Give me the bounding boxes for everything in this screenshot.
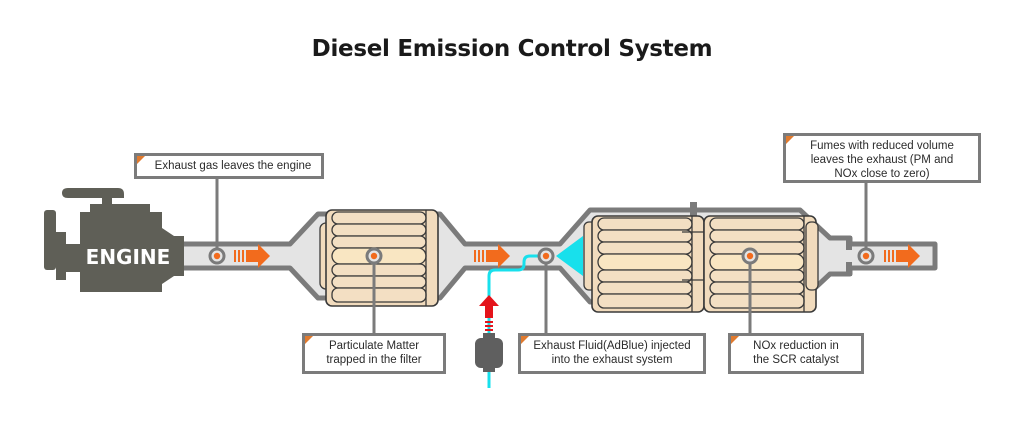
pump-up-arrow-icon (479, 295, 499, 331)
callout-exhaust-gas: Exhaust gas leaves the engine (134, 153, 324, 179)
callout-text-line2: into the exhaust system (551, 354, 673, 366)
sensor-point-icon (208, 247, 226, 265)
corner-accent (731, 336, 739, 344)
callout-particulate: Particulate Matter trapped in the filter (302, 333, 446, 374)
scr-catalyst-2 (703, 215, 819, 313)
engine-icon: ENGINE (44, 188, 184, 292)
corner-accent (137, 156, 145, 164)
diagram-title: Diesel Emission Control System (311, 36, 713, 62)
diesel-particulate-filter (319, 209, 439, 307)
sensor-point-icon (537, 247, 555, 265)
callout-text-line2: trapped in the filter (326, 354, 422, 366)
scr-catalyst-1 (583, 215, 705, 313)
callout-text-line1: Fumes with reduced volume (810, 140, 954, 152)
adblue-spray-icon (556, 236, 583, 276)
callout-text: Exhaust gas leaves the engine (154, 160, 312, 172)
callout-text-line1: NOx reduction in (753, 340, 839, 352)
adblue-pump-icon (475, 333, 503, 372)
sensor-point-icon (741, 247, 759, 265)
corner-accent (521, 336, 529, 344)
adblue-line (487, 254, 547, 388)
callout-text-line2: leaves the exhaust (PM and (810, 154, 954, 166)
callout-adblue: Exhaust Fluid(AdBlue) injected into the … (518, 333, 706, 374)
sensor-point-icon (857, 247, 875, 265)
callout-nox: NOx reduction in the SCR catalyst (728, 333, 864, 374)
leader-lines (215, 176, 868, 335)
engine-label: ENGINE (86, 245, 171, 269)
callout-text-line1: Exhaust Fluid(AdBlue) injected (533, 340, 691, 352)
callout-text-line2: the SCR catalyst (753, 354, 839, 366)
callout-text-line1: Particulate Matter (328, 340, 420, 352)
sensor-point-icon (365, 247, 383, 265)
callout-fumes: Fumes with reduced volume leaves the exh… (783, 133, 981, 183)
corner-accent (786, 136, 794, 144)
corner-accent (305, 336, 313, 344)
callout-text-line3: NOx close to zero) (834, 168, 930, 180)
